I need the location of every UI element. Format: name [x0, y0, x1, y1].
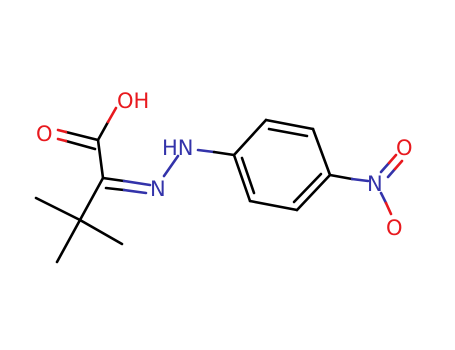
- ring-double-inner-2: [292, 172, 323, 204]
- ring-bond-1: [232, 118, 268, 157]
- label-hydrazine-nh: HN: [162, 136, 194, 160]
- ring-double-inner-1: [267, 127, 309, 138]
- ring-bond-6: [232, 153, 252, 203]
- ring-double-inner-3: [240, 156, 256, 195]
- bond-nitro-o-bottom: [379, 191, 388, 205]
- label-hydrazone-n: N: [150, 177, 166, 201]
- bond-nitro-o-bottom-red: [384, 201, 393, 216]
- bond-c1-o-double-a: [64, 130, 100, 142]
- ring-bond-4: [295, 173, 332, 212]
- label-nitro-o-bottom: O: [386, 216, 403, 240]
- bond-tbutyl-methyl-down: [55, 218, 82, 264]
- bond-c1-o-double-b: [64, 139, 97, 151]
- bond-c2-to-c1: [96, 138, 105, 180]
- bond-c2-n-double-b-blue: [122, 188, 148, 195]
- label-carboxyl-oh: OH: [117, 89, 149, 113]
- bond-nh-ring-blue: [196, 148, 216, 154]
- bond-nitro-o-top-b: [386, 167, 397, 179]
- bond-c2-n-double-a: [101, 176, 126, 183]
- ring-bond-5: [248, 199, 299, 212]
- ring-bond-3: [311, 127, 332, 177]
- bond-c1-o-double-b-red: [56, 137, 68, 143]
- bond-c1-oh: [96, 120, 110, 142]
- label-nitro-o-top: O: [396, 136, 413, 160]
- bond-nitro-o-top-a-red: [387, 153, 398, 165]
- bond-ring-nitro: [328, 173, 354, 181]
- ring-bond-2: [264, 118, 315, 131]
- bond-tbutyl-to-c2: [78, 176, 105, 222]
- bond-nh-ring: [212, 150, 236, 157]
- bond-nitro-o-top-b-red: [393, 159, 404, 171]
- bond-c1-o-double-a-red: [56, 128, 68, 134]
- bond-n-nh: [162, 154, 180, 178]
- bond-c2-n-double-a-blue: [122, 179, 152, 187]
- bond-ring-nitro-blue: [350, 177, 370, 183]
- bond-tbutyl-methyl-left: [34, 196, 82, 222]
- label-nitro-n: N: [367, 172, 383, 196]
- bond-nitro-o-top-a: [379, 161, 391, 174]
- bond-c2-n-double-b: [104, 186, 126, 192]
- bond-c1-oh-red: [106, 106, 118, 124]
- label-carbonyl-o: O: [36, 122, 53, 146]
- bond-tbutyl-methyl-right: [78, 218, 124, 246]
